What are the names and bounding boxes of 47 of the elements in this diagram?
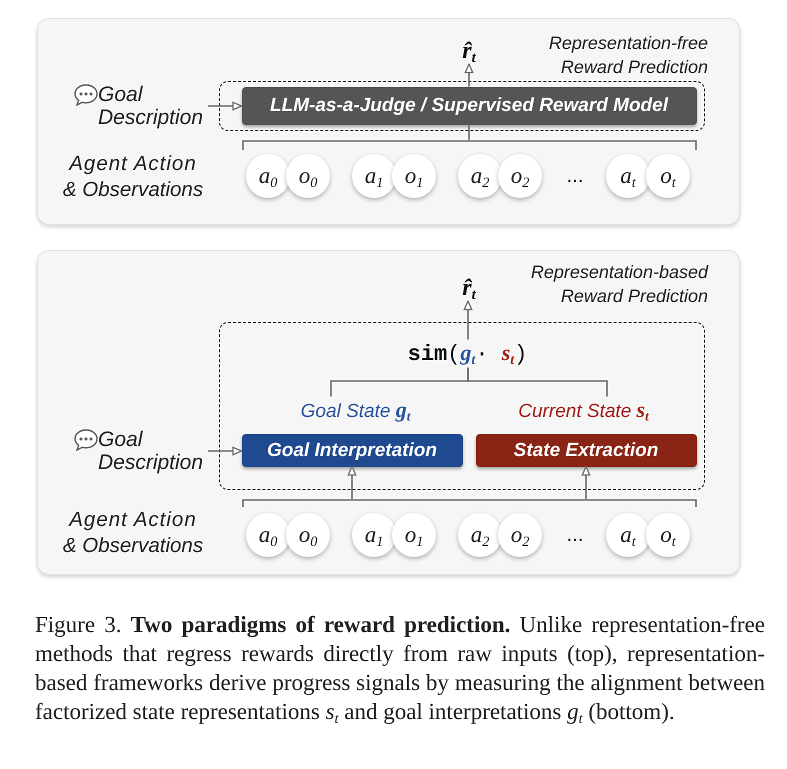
step-circle: o$_{2}$	[498, 513, 542, 557]
arrow	[348, 466, 356, 499]
step-circle: a$_{t}$	[606, 513, 650, 557]
step-circle: a$_{2}$	[458, 154, 502, 198]
module-box: Goal Interpretation	[242, 434, 462, 466]
step-circle: a$_{t}$	[606, 154, 650, 198]
step-circle: o$_{1}$	[392, 513, 436, 557]
step-circle: o$_{1}$	[392, 154, 436, 198]
arrow	[464, 300, 472, 340]
module-box: State Extraction	[476, 434, 696, 466]
ellipsis: ...	[566, 163, 584, 189]
step-circle: a$_{2}$	[458, 513, 502, 557]
input-label: Goal Description	[98, 83, 204, 129]
dashed-frame	[219, 81, 705, 131]
bracket	[242, 140, 697, 150]
step-circle: o$_{0}$	[286, 154, 330, 198]
panel-title: Representation-free Reward Prediction	[548, 32, 708, 79]
sequence-label: Agent Action & Observations	[62, 150, 204, 202]
step-circle: o$_{t}$	[646, 154, 690, 198]
ellipsis: ...	[566, 522, 584, 548]
step-circle: a$_{1}$	[352, 513, 396, 557]
panel-title: Representation-based Reward Prediction	[530, 261, 708, 308]
model-box: LLM-as-a-Judge / Supervised Reward Model	[242, 86, 696, 124]
step-circle: a$_{0}$	[246, 513, 290, 557]
panel	[37, 250, 740, 575]
step-circle: o$_{2}$	[498, 154, 542, 198]
state-label: Current State s$_{t}$	[518, 396, 649, 424]
output-label: r̂$_{t}$	[462, 275, 476, 301]
arrow	[464, 63, 474, 86]
bracket	[242, 499, 697, 507]
sequence-label: Agent Action & Observations	[62, 507, 204, 559]
step-circle: o$_{0}$	[286, 513, 330, 557]
step-circle: o$_{t}$	[646, 513, 690, 557]
arrow	[208, 102, 242, 110]
formula-label: sim(g$_{t}$· s$_{t}$)	[408, 340, 528, 368]
panel	[37, 18, 740, 225]
step-circle: a$_{1}$	[352, 154, 396, 198]
caption: Figure 3. Two paradigms of reward prediction. Unlike representation-free methods that regress rewards directly from raw inputs (top), representation-based frameworks derive progress signals by measuring the alignment between factorized state representations s$_{t}$ and goal interpretations g$_{t}$ (bottom).	[35, 611, 765, 726]
input-label: Goal Description	[98, 428, 204, 474]
step-circle: a$_{0}$	[246, 154, 290, 198]
output-label: r̂$_{t}$	[462, 38, 476, 64]
connector-line	[468, 124, 470, 140]
state-label: Goal State g$_{t}$	[300, 396, 410, 424]
arrow	[582, 466, 590, 499]
dashed-frame	[219, 322, 705, 490]
connector-line	[467, 368, 608, 396]
arrow	[208, 446, 242, 456]
